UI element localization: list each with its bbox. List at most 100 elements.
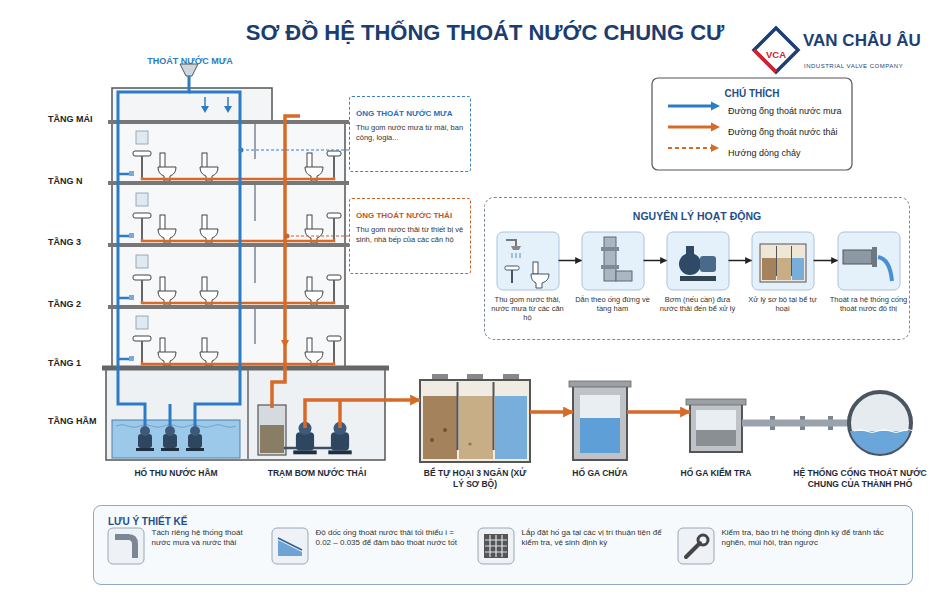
- process-panel: NGUYÊN LÝ HOẠT ĐỘNGThu gom nước thải, nư…: [484, 197, 910, 340]
- node-text: BỂ TỰ HOẠI 3 NGĂN (XỬ LÝ SƠ BỘ): [420, 468, 530, 489]
- node-text: Thu gom nước mưa từ mái, ban công, logia…: [356, 123, 464, 143]
- label-slot: TẦNG N: [48, 170, 106, 188]
- legend-sample: [668, 105, 712, 108]
- building: [118, 184, 341, 243]
- step-icon: [760, 244, 806, 282]
- step-icon: [752, 232, 814, 290]
- rainwater-pipe: [201, 106, 209, 113]
- legend-text: Đường ống thoát nước mưa: [728, 106, 841, 117]
- building: [108, 181, 349, 185]
- rainwater-pipe: [189, 92, 240, 426]
- note-icon: [272, 528, 308, 564]
- sewer-outfall-pipe: [742, 420, 849, 427]
- step-tile: Bơm (nếu cần) đưa nước thải đến bể xử lý: [667, 232, 729, 290]
- step-icon: [511, 246, 521, 250]
- legend-heading: CHÚ THÍCH: [725, 88, 780, 100]
- label-slot: TẦNG MÁI: [48, 108, 106, 126]
- step-icon: [700, 256, 716, 272]
- wastewater-pipe: [382, 398, 420, 402]
- node-text: HỐ THU NƯỚC HẦM: [112, 468, 240, 479]
- brand-logo: [754, 28, 798, 72]
- step-icon: [505, 266, 519, 270]
- step-icon: [601, 247, 619, 251]
- building: [118, 307, 341, 366]
- label-slot: CHÚ THÍCH: [652, 83, 852, 101]
- sump-pit: HỐ THU NƯỚC HẦM: [112, 418, 240, 460]
- node-text: NGUYÊN LÝ HOẠT ĐỘNG: [633, 210, 761, 223]
- legend-entry: Hướng dòng chảy: [728, 142, 846, 160]
- floor-label: TẦNG MÁI: [48, 114, 93, 125]
- brand-logo: [754, 28, 798, 72]
- diagram-title: SƠ ĐỒ HỆ THỐNG THOÁT NƯỚC CHUNG CƯ: [246, 20, 725, 46]
- septic-tank-drawing: [457, 382, 459, 450]
- step-icon: [497, 232, 559, 290]
- manhole-drawing: [573, 386, 627, 460]
- floor-label: TẦNG 1: [48, 358, 81, 369]
- brand-tagline: INDUSTRIAL VALVE COMPANY: [804, 63, 903, 70]
- legend-box: [652, 78, 852, 170]
- label-slot: TẦNG HẦM: [48, 410, 106, 428]
- step-icon: [686, 246, 694, 254]
- legend-sample: [711, 123, 720, 132]
- step-icon: [679, 253, 701, 275]
- node-text: Thoát ra hệ thống cống thoát nước đô thị: [830, 295, 908, 314]
- manhole-drawing: [686, 399, 746, 405]
- callout-leader: [291, 236, 349, 237]
- node-text: TRẠM BƠM NƯỚC THẢI: [252, 468, 382, 479]
- step-icon: [506, 240, 516, 246]
- note-icon: [478, 528, 514, 564]
- node-text: HỐ GA CHỨA: [560, 468, 640, 479]
- manhole-drawing: [696, 410, 736, 446]
- basement: [106, 368, 385, 460]
- callout-leader: [239, 148, 244, 153]
- basement: [102, 366, 389, 371]
- floor-label: TẦNG 3: [48, 237, 81, 248]
- callout-box: ỐNG THOÁT NƯỚC THẢIThu gom nước thải từ …: [349, 198, 471, 274]
- label-slot: VCA: [756, 44, 796, 62]
- node-text: Độ dốc ống thoát nước thải tối thiểu i =…: [316, 528, 468, 550]
- legend-box: [652, 78, 852, 170]
- rainwater-pipe: [118, 76, 189, 426]
- building: [108, 120, 349, 124]
- design-notes-ground: [93, 505, 913, 585]
- step-icon: [667, 232, 729, 290]
- floor-label: TẦNG N: [48, 176, 83, 187]
- step-icon: [792, 258, 804, 280]
- step-icon: [616, 271, 632, 281]
- basement: [116, 425, 236, 428]
- note-icon: [484, 534, 508, 558]
- step-icon: [531, 274, 549, 288]
- flow-arrow: [559, 260, 582, 262]
- node-text: Kiểm tra, bảo trì hệ thống định kỳ để tr…: [722, 528, 888, 550]
- node-heading: ỐNG THOÁT NƯỚC THẢI: [356, 211, 452, 221]
- logo-monogram: VCA: [766, 49, 786, 60]
- design-note: Độ dốc ống thoát nước thải tối thiểu i =…: [272, 527, 468, 550]
- legend-sample: [668, 147, 712, 149]
- step-icon: [776, 246, 777, 276]
- building: [108, 305, 349, 309]
- basement: [247, 370, 249, 460]
- manhole-drawing: [696, 430, 736, 446]
- flow-arrow: [729, 260, 752, 262]
- step-tile: Thoát ra hệ thống cống thoát nước đô thị: [838, 232, 900, 290]
- legend-entry: Đường ống thoát nước thải: [728, 121, 846, 139]
- legend-text: Đường ống thoát nước thải: [728, 127, 837, 138]
- basement: [136, 426, 154, 451]
- basement: [161, 426, 179, 451]
- label-slot: INDUSTRIAL VALVE COMPANY: [804, 54, 940, 72]
- note-icon: [698, 535, 708, 545]
- step-icon: [511, 270, 513, 283]
- inspection-manhole: HỐ GA KIỂM TRA: [690, 404, 742, 452]
- basement: [260, 425, 284, 453]
- rainwater-pipe: [169, 404, 172, 426]
- note-icon: [108, 528, 714, 564]
- building: [108, 88, 349, 368]
- inlet-label: THOÁT NƯỚC MƯA: [147, 56, 233, 67]
- callout-leader: [245, 150, 349, 151]
- manhole-drawing: [580, 418, 620, 453]
- step-icon: [878, 257, 892, 281]
- step-icon: [582, 232, 644, 290]
- step-icon: [604, 237, 616, 281]
- septic-tank-drawing: [495, 396, 527, 459]
